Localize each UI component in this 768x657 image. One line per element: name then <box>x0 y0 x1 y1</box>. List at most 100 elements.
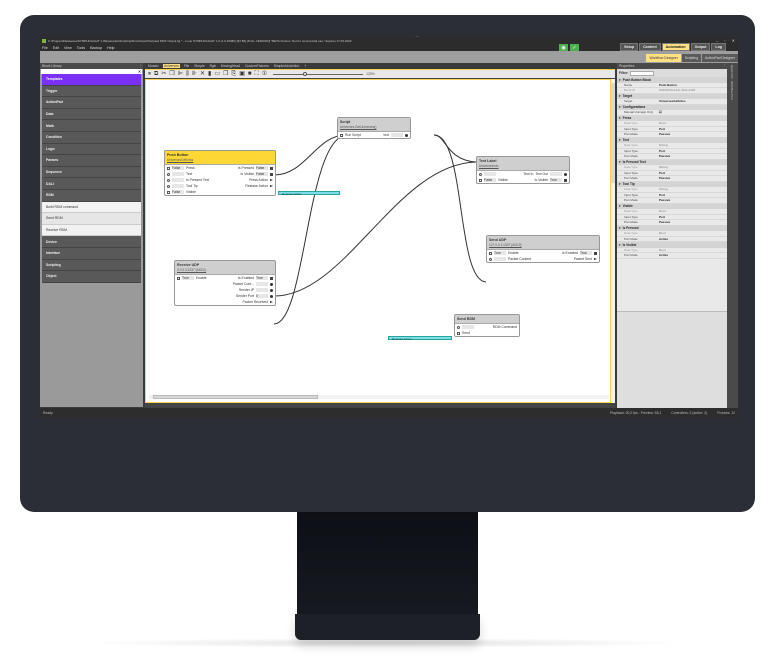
minimize-button[interactable]: – <box>715 38 719 43</box>
eye-icon[interactable]: ◉ <box>559 44 568 51</box>
property-value[interactable]: Bool <box>659 247 666 252</box>
property-category[interactable]: ▾Configurations <box>617 104 727 110</box>
node-subtitle[interactable]: 127.0.0.1:1337 (ASCII) <box>489 243 522 247</box>
doc-tab-universes[interactable]: Universes <box>162 64 180 68</box>
value-field[interactable] <box>484 172 496 176</box>
output-port-dot[interactable] <box>270 288 273 292</box>
input-port-circle[interactable] <box>167 178 170 182</box>
property-value[interactable]: Bool <box>659 209 666 214</box>
property-value[interactable]: Port <box>659 170 665 175</box>
horizontal-scroll-thumb[interactable] <box>153 395 318 399</box>
library-item-rdm[interactable]: RDM <box>42 189 141 202</box>
property-category[interactable]: ▾Is Visible <box>617 242 727 248</box>
menu-view[interactable]: View <box>64 45 72 50</box>
maximize-button[interactable]: ▫ <box>724 38 726 43</box>
library-item-scripting[interactable]: Scripting <box>42 259 141 272</box>
menu-backup[interactable]: Backup <box>90 45 103 50</box>
tab-log[interactable]: Log <box>711 43 726 51</box>
clear-search-icon[interactable]: ✕ <box>137 69 142 74</box>
property-category[interactable]: ▾Target <box>617 93 727 99</box>
collapse-icon[interactable]: ▾ <box>619 116 621 121</box>
doc-tab-simple[interactable]: Simple <box>194 64 205 68</box>
value-field[interactable]: False <box>172 166 184 170</box>
doc-tab-file[interactable]: File <box>183 64 190 68</box>
input-port-circle[interactable] <box>167 184 170 188</box>
export-icon[interactable]: ⎘ <box>231 71 237 77</box>
one-to-one-icon[interactable]: ① <box>261 71 268 77</box>
screen-icon[interactable]: ▣ <box>239 71 245 77</box>
action-port-arrow[interactable] <box>270 185 273 187</box>
property-value[interactable]: Active <box>659 253 669 258</box>
property-row[interactable]: Manual Unmapp Only☑ <box>617 110 727 116</box>
library-item-templates[interactable]: Templates <box>42 74 141 86</box>
collapse-icon[interactable]: ▾ <box>619 77 621 82</box>
zoom-slider[interactable] <box>273 71 364 76</box>
horizontal-scrollbar[interactable] <box>149 395 609 399</box>
value-field[interactable]: True <box>182 276 194 280</box>
doc-tab-movinghead[interactable]: MovingHead <box>220 64 240 68</box>
property-category[interactable]: ▾Tool Tip <box>617 181 727 187</box>
property-category[interactable]: ▾Is Pressed Text <box>617 159 727 165</box>
node-subtitle[interactable]: UniversesInfo <box>479 164 499 168</box>
node-subtitle[interactable]: UniversesGetInfos <box>167 158 194 162</box>
zoom-slider-knob[interactable] <box>303 71 308 76</box>
menu-file[interactable]: File <box>42 45 48 50</box>
input-port-circle[interactable] <box>167 172 170 176</box>
value-field[interactable]: False <box>484 178 496 182</box>
property-value[interactable]: String <box>659 165 668 170</box>
filter-input[interactable] <box>630 70 655 76</box>
duplicate-icon[interactable]: ❐ <box>222 71 229 77</box>
thumbs-up-icon[interactable]: ✓ <box>570 44 579 51</box>
output-port-square[interactable] <box>270 172 273 176</box>
property-value[interactable]: Port <box>659 192 665 197</box>
property-value[interactable]: Passive <box>659 220 671 225</box>
checkbox[interactable] <box>479 178 482 182</box>
node-script[interactable]: Script Universes.GetUniverses() Run Scri… <box>337 117 411 139</box>
library-item-logic[interactable]: Logic <box>42 143 141 156</box>
property-value[interactable]: Passive <box>659 154 671 159</box>
pause-icon[interactable]: ⏸ <box>148 71 152 77</box>
checkbox[interactable] <box>177 276 180 280</box>
tab-actionpad-designer[interactable]: ActionPad Designer <box>702 54 738 62</box>
collapse-icon[interactable]: ▾ <box>619 138 621 143</box>
action-port-arrow[interactable] <box>270 301 273 303</box>
tab-workflow-designer[interactable]: Workflow Designer <box>646 54 681 62</box>
output-port-dot[interactable] <box>270 282 273 286</box>
add-tab-button[interactable]: + <box>304 64 307 68</box>
dock-tab-quick-info[interactable]: Quick Info <box>730 65 734 79</box>
paste-icon[interactable]: ❐ <box>169 71 175 77</box>
node-push-button[interactable]: Push Button UniversesGetInfos False Pres… <box>164 150 276 196</box>
property-category[interactable]: ▾Visible <box>617 203 727 209</box>
node-send-udp[interactable]: Send UDP 127.0.0.1:1337 (ASCII) True Ena… <box>486 235 600 263</box>
value-field[interactable]: True <box>494 251 506 255</box>
dock-tab-workflow-tool[interactable]: Workflow Tool <box>730 80 734 100</box>
node-receive-udp[interactable]: Receive UDP 0.0.0.0:1337 (ASCII) True En… <box>174 260 276 306</box>
property-category[interactable]: ▾Push Button Block <box>617 77 727 83</box>
tab-scripting[interactable]: Scripting <box>681 54 702 62</box>
library-item-build-rdm-command[interactable]: Build RDM command <box>42 201 141 214</box>
value-field[interactable] <box>172 184 184 188</box>
node-subtitle[interactable]: 0.0.0.0:1337 (ASCII) <box>177 268 207 272</box>
value-field[interactable] <box>172 172 184 176</box>
library-item-interface[interactable]: Interface <box>42 247 141 260</box>
input-port-circle[interactable] <box>479 172 482 176</box>
checkbox[interactable] <box>167 166 170 170</box>
library-search-input[interactable]: ✕ <box>41 69 142 74</box>
library-item-send-rdm[interactable]: Send RDM <box>42 213 141 225</box>
workflow-canvas[interactable]: Push Button UniversesGetInfos False Pres… <box>145 79 611 403</box>
property-value[interactable]: Port <box>659 148 665 153</box>
library-item-params[interactable]: Params <box>42 155 141 167</box>
